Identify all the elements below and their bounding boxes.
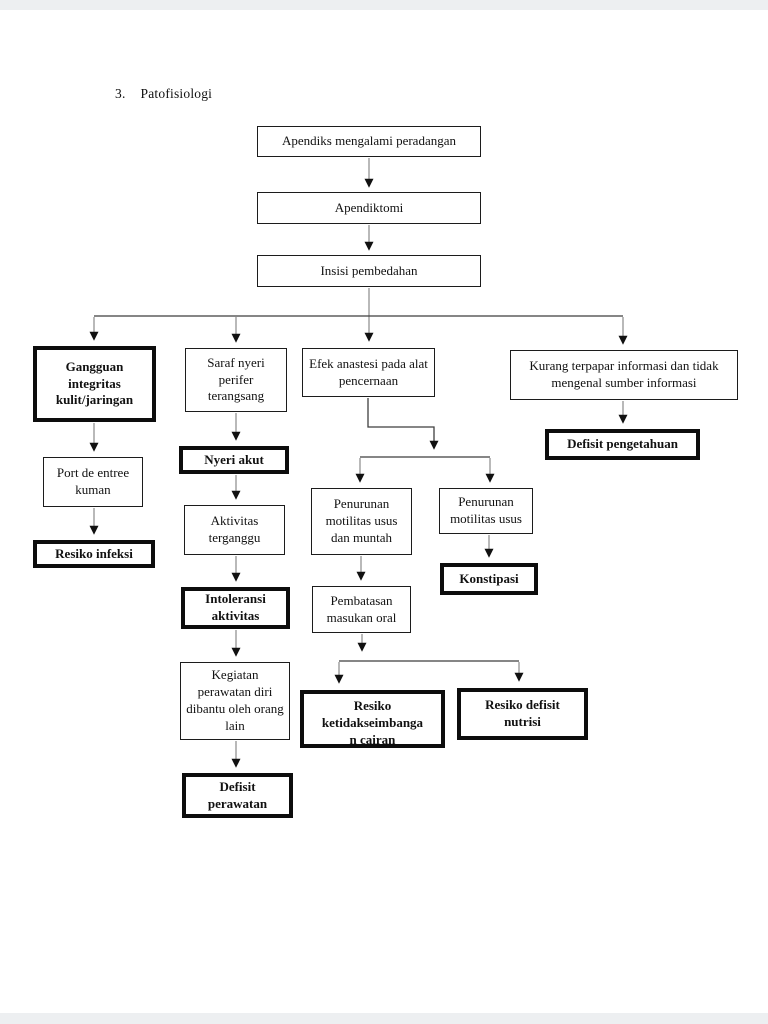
section-number: 3. — [115, 86, 126, 101]
node-defisit-perawatan: Defisit perawatan — [182, 773, 293, 818]
node-nyeri-akut: Nyeri akut — [179, 446, 289, 474]
node-intoleransi-aktivitas: Intoleransi aktivitas — [181, 587, 290, 629]
node-resiko-ketidakseimbangan-cairan: Resiko ketidakseimbanga n cairan — [300, 690, 445, 748]
page-top-margin — [0, 0, 768, 10]
node-penurunan-motilitas-muntah: Penurunan motilitas usus dan muntah — [311, 488, 412, 555]
page-bottom-margin — [0, 1013, 768, 1024]
node-apendiks-peradangan: Apendiks mengalami peradangan — [257, 126, 481, 157]
node-kurang-terpapar: Kurang terpapar informasi dan tidak meng… — [510, 350, 738, 400]
node-apendiktomi: Apendiktomi — [257, 192, 481, 224]
node-penurunan-motilitas: Penurunan motilitas usus — [439, 488, 533, 534]
section-title: Patofisiologi — [140, 86, 213, 101]
node-gangguan-integritas: Gangguan integritas kulit/jaringan — [33, 346, 156, 422]
node-saraf-nyeri: Saraf nyeri perifer terangsang — [185, 348, 287, 412]
node-port-de-entree: Port de entree kuman — [43, 457, 143, 507]
node-resiko-infeksi: Resiko infeksi — [33, 540, 155, 568]
node-efek-anastesi: Efek anastesi pada alat pencernaan — [302, 348, 435, 397]
node-kegiatan-perawatan: Kegiatan perawatan diri dibantu oleh ora… — [180, 662, 290, 740]
section-heading: 3. Patofisiologi — [115, 86, 212, 102]
node-defisit-pengetahuan: Defisit pengetahuan — [545, 429, 700, 460]
node-resiko-defisit-nutrisi: Resiko defisit nutrisi — [457, 688, 588, 740]
node-insisi-pembedahan: Insisi pembedahan — [257, 255, 481, 287]
node-pembatasan-masukan: Pembatasan masukan oral — [312, 586, 411, 633]
node-konstipasi: Konstipasi — [440, 563, 538, 595]
node-aktivitas-terganggu: Aktivitas terganggu — [184, 505, 285, 555]
